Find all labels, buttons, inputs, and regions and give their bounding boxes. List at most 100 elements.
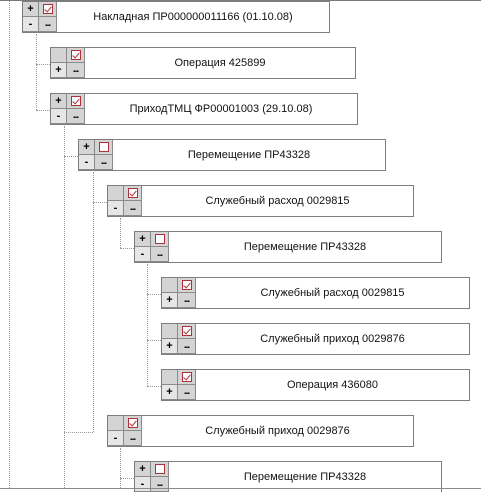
checkbox[interactable] [178, 370, 196, 385]
expand-toggle-button[interactable]: + [135, 462, 151, 477]
checkbox[interactable] [67, 94, 85, 109]
tree-connector [147, 340, 161, 341]
blank-cell [51, 48, 67, 63]
more-button[interactable]: ... [178, 293, 196, 308]
tree-connector [120, 478, 134, 479]
node-controls: + ... [162, 278, 196, 308]
expand-button[interactable]: + [162, 293, 178, 308]
tree-node[interactable]: + - ... Перемещение ПР43328 [134, 231, 442, 263]
node-controls: + - ... [135, 462, 169, 492]
node-controls: + - ... [135, 232, 169, 262]
tree-connector [120, 248, 134, 249]
tree-node[interactable]: + - ... Перемещение ПР43328 [78, 139, 386, 171]
tree-node[interactable]: + ... Служебный расход 0029815 [161, 277, 470, 309]
checkbox[interactable] [178, 324, 196, 339]
tree-node[interactable]: + - ... Перемещение ПР43328 [134, 461, 442, 492]
tree-node[interactable]: + ... Служебный приход 0029876 [161, 323, 470, 355]
checkbox[interactable] [178, 278, 196, 293]
more-button[interactable]: ... [178, 385, 196, 400]
node-controls: + - ... [79, 140, 113, 170]
top-divider [0, 0, 481, 1]
tree-connector [120, 218, 121, 248]
checkbox[interactable] [151, 462, 169, 477]
checkbox-icon [181, 280, 192, 290]
more-button[interactable]: ... [67, 109, 85, 124]
tree-connector [36, 64, 50, 65]
tree-node[interactable]: + ... Операция 436080 [161, 369, 470, 401]
collapse-button[interactable]: - [23, 17, 39, 32]
tree-node[interactable]: - ... Служебный расход 0029815 [107, 185, 414, 217]
checkbox-icon [181, 326, 192, 336]
node-label: Служебный приход 0029876 [205, 425, 350, 437]
blank-cell [162, 324, 178, 339]
more-button[interactable]: ... [151, 247, 169, 262]
collapse-button[interactable]: - [108, 201, 124, 216]
more-button[interactable]: ... [67, 63, 85, 78]
tree-connector [147, 294, 161, 295]
tree-connector [9, 1, 10, 488]
more-button[interactable]: ... [124, 431, 142, 446]
tree-connector [36, 34, 37, 110]
checkbox[interactable] [39, 2, 57, 17]
node-label: Служебный приход 0029876 [260, 333, 405, 345]
more-button[interactable]: ... [178, 339, 196, 354]
tree-node[interactable]: + ... Операция 425899 [50, 47, 356, 79]
tree-connector [64, 156, 78, 157]
checkbox[interactable] [151, 232, 169, 247]
node-label: Перемещение ПР43328 [187, 149, 311, 161]
collapse-button[interactable]: - [135, 247, 151, 262]
more-button[interactable]: ... [95, 155, 113, 170]
blank-cell [162, 370, 178, 385]
tree-connector [147, 386, 161, 387]
checkbox-icon [181, 372, 192, 382]
checkbox[interactable] [95, 140, 113, 155]
tree-connector [93, 172, 94, 432]
node-label: Служебный расход 0029815 [205, 195, 350, 207]
blank-cell [108, 186, 124, 201]
blank-cell [108, 416, 124, 431]
node-label: Накладная ПР000000011166 (01.10.08) [93, 11, 293, 23]
checkbox-icon [127, 418, 138, 428]
expand-button[interactable]: + [51, 63, 67, 78]
tree-connector [120, 448, 121, 488]
tree-node[interactable]: + - ... ПриходТМЦ ФР00001003 (29.10.08) [50, 93, 358, 125]
checkbox-icon [127, 188, 138, 198]
node-controls: + - ... [23, 2, 57, 32]
node-label: Служебный расход 0029815 [260, 287, 405, 299]
more-button[interactable]: ... [151, 477, 169, 492]
collapse-button[interactable]: - [51, 109, 67, 124]
node-controls: + ... [162, 370, 196, 400]
node-controls: + ... [51, 48, 85, 78]
expand-toggle-button[interactable]: + [23, 2, 39, 17]
blank-cell [162, 278, 178, 293]
node-controls: - ... [108, 416, 142, 446]
expand-toggle-button[interactable]: + [51, 94, 67, 109]
tree-connector [147, 264, 148, 386]
bottom-divider [0, 488, 481, 489]
expand-toggle-button[interactable]: + [135, 232, 151, 247]
node-label: Перемещение ПР43328 [243, 241, 367, 253]
checkbox-icon [98, 142, 109, 152]
checkbox[interactable] [124, 416, 142, 431]
expand-toggle-button[interactable]: + [79, 140, 95, 155]
checkbox-icon [154, 234, 165, 244]
collapse-button[interactable]: - [79, 155, 95, 170]
tree-connector [36, 110, 50, 111]
tree-node[interactable]: - ... Служебный приход 0029876 [107, 415, 414, 447]
collapse-button[interactable]: - [108, 431, 124, 446]
tree-node[interactable]: + - ... Накладная ПР000000011166 (01.10.… [22, 1, 330, 33]
expand-button[interactable]: + [162, 339, 178, 354]
checkbox[interactable] [124, 186, 142, 201]
node-controls: + ... [162, 324, 196, 354]
checkbox[interactable] [67, 48, 85, 63]
checkbox-icon [42, 4, 53, 14]
node-label: Операция 425899 [174, 57, 266, 69]
expand-button[interactable]: + [162, 385, 178, 400]
more-button[interactable]: ... [124, 201, 142, 216]
collapse-button[interactable]: - [135, 477, 151, 492]
node-label: Перемещение ПР43328 [243, 471, 367, 483]
tree-connector [64, 126, 65, 488]
more-button[interactable]: ... [39, 17, 57, 32]
tree-connector [93, 202, 107, 203]
